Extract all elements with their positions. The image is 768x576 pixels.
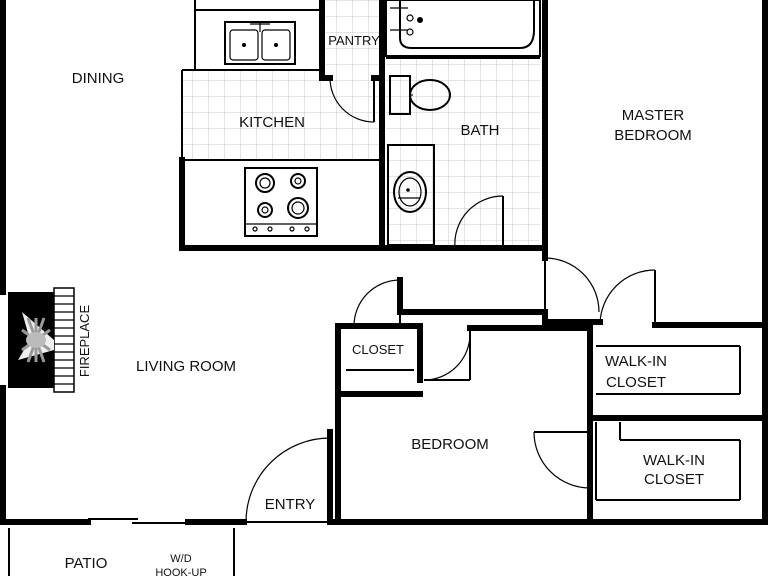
- fireplace-icon: [8, 287, 75, 393]
- pantry-tile-floor: [326, 0, 382, 80]
- bath-walls: [386, 0, 548, 261]
- closet-label: CLOSET: [352, 342, 404, 357]
- stove-icon: [244, 167, 318, 237]
- walkin-closet-1-label-line1: WALK-IN: [605, 353, 667, 370]
- entry-label: ENTRY: [265, 496, 316, 513]
- hallway-walls: [327, 277, 593, 525]
- master-bedroom-label-line2: BEDROOM: [614, 127, 692, 144]
- bedroom-label: BEDROOM: [411, 436, 489, 453]
- toilet-icon: [389, 75, 451, 115]
- bath-vanity: [387, 144, 435, 246]
- bedroom-door: [423, 328, 471, 381]
- bathtub-icon: [385, 0, 541, 57]
- wd-hookup-label-line2: HOOK-UP: [155, 567, 206, 576]
- pantry-door: [329, 77, 375, 123]
- master-bedroom-door: [544, 257, 600, 313]
- patio-label: PATIO: [65, 555, 108, 572]
- fireplace-label: FIREPLACE: [77, 305, 92, 378]
- kitchen-label: KITCHEN: [239, 114, 305, 131]
- kitchen-tile-floor: [182, 70, 382, 160]
- walkin-closet-1-door: [599, 269, 656, 326]
- wd-hookup-label-line1: W/D: [170, 553, 191, 565]
- bath-label: BATH: [461, 122, 500, 139]
- walkin-closets: [587, 345, 768, 501]
- patio-sliding-door: [88, 518, 188, 524]
- bath-door: [454, 195, 504, 249]
- kitchen-sink-icon: [224, 21, 296, 65]
- living-room-label: LIVING ROOM: [136, 358, 236, 375]
- walkin-closet-1-label-line2: CLOSET: [606, 374, 666, 391]
- walkin-closet-2-label-line1: WALK-IN: [643, 452, 705, 469]
- patio-outline: [8, 528, 235, 576]
- walkin-closet-2-label-line2: CLOSET: [644, 471, 704, 488]
- dining-label: DINING: [72, 70, 125, 87]
- pantry-label: PANTRY: [328, 33, 380, 48]
- exterior-walls: [0, 0, 768, 525]
- master-bedroom-label-line1: MASTER: [622, 107, 685, 124]
- entry-door: [245, 429, 333, 525]
- closet-door: [353, 279, 401, 327]
- walkin-closet-2-door: [533, 431, 591, 489]
- kitchen-walls: [179, 0, 548, 251]
